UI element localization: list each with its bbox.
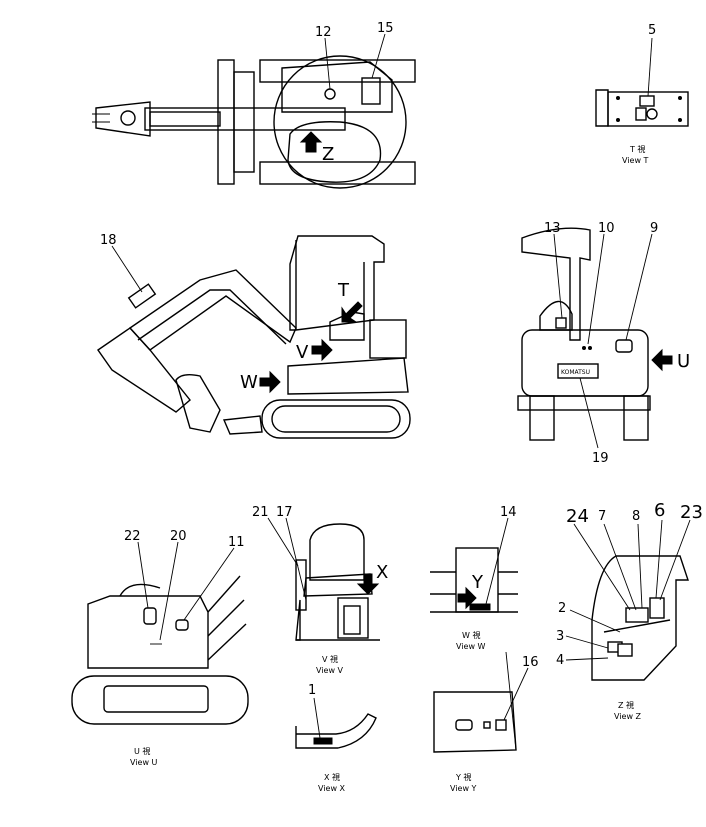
callout-7: 7 xyxy=(598,509,606,524)
callout-19: 19 xyxy=(592,451,609,466)
callout-2: 2 xyxy=(558,601,566,616)
callout-22: 22 xyxy=(124,529,141,544)
caption-w-en: View W xyxy=(456,642,486,651)
caption-w-jp: W 視 xyxy=(462,631,480,640)
callout-8: 8 xyxy=(632,509,640,524)
callout-3: 3 xyxy=(556,629,564,644)
view-marker-x: X xyxy=(376,562,388,583)
arrow-right-icon xyxy=(259,370,281,394)
view-t: 5 T 視 View T xyxy=(595,23,689,165)
top-plan-view: Z 12 15 xyxy=(92,21,416,189)
arrow-up-icon xyxy=(299,131,323,153)
callout-10: 10 xyxy=(598,221,615,236)
caption-x-jp: X 視 xyxy=(324,773,340,782)
callout-17: 17 xyxy=(276,505,293,520)
caption-v-en: View V xyxy=(316,666,344,675)
view-marker-y: Y xyxy=(471,572,484,593)
callout-11: 11 xyxy=(228,535,245,550)
callout-24: 24 xyxy=(566,506,589,527)
caption-t-en: View T xyxy=(622,156,649,165)
view-w: 14 Y W 視 View W xyxy=(430,505,518,651)
rear-view: KOMATSU 13 10 9 19 U xyxy=(517,221,690,466)
caption-z-en: View Z xyxy=(614,712,642,721)
callout-16: 16 xyxy=(522,655,539,670)
arrow-left-icon xyxy=(651,348,673,372)
callout-5: 5 xyxy=(648,23,656,38)
arrow-right-icon xyxy=(457,586,477,610)
callout-4: 4 xyxy=(556,653,564,668)
callout-13: 13 xyxy=(544,221,561,236)
caption-y-jp: Y 視 xyxy=(455,773,471,782)
arrow-down-icon xyxy=(356,573,380,595)
caption-u-en: View U xyxy=(130,758,158,767)
callout-1: 1 xyxy=(308,683,316,698)
arrow-down-left-icon xyxy=(341,301,363,323)
caption-y-en: View Y xyxy=(450,784,477,793)
caption-z-jp: Z 視 xyxy=(618,701,634,710)
view-marker-w: W xyxy=(240,372,258,393)
view-z: 24 7 8 6 23 2 3 4 Z 視 View Z xyxy=(556,500,703,721)
callout-23: 23 xyxy=(680,502,703,523)
view-v: 21 17 X V 視 View V xyxy=(252,505,388,675)
callout-14: 14 xyxy=(500,505,517,520)
callout-21: 21 xyxy=(252,505,269,520)
view-x: 1 X 視 View X xyxy=(295,683,377,793)
arrow-right-icon xyxy=(311,338,333,362)
plate-text: KOMATSU xyxy=(561,369,590,376)
view-u: 22 20 11 U 視 View U xyxy=(71,529,249,767)
callout-12: 12 xyxy=(315,25,332,40)
side-view: 18 T V W xyxy=(97,233,411,439)
callout-20: 20 xyxy=(170,529,187,544)
view-marker-u: U xyxy=(677,351,690,372)
caption-x-en: View X xyxy=(318,784,346,793)
view-marker-v: V xyxy=(296,342,309,363)
view-marker-t: T xyxy=(337,280,350,301)
callout-15: 15 xyxy=(377,21,394,36)
caption-v-jp: V 視 xyxy=(322,655,338,664)
view-y: 16 Y 視 View Y xyxy=(433,651,539,793)
callout-9: 9 xyxy=(650,221,658,236)
callout-6: 6 xyxy=(654,500,665,521)
view-marker-z: Z xyxy=(322,144,334,165)
callout-18: 18 xyxy=(100,233,117,248)
caption-u-jp: U 視 xyxy=(134,747,150,756)
caption-t-jp: T 視 xyxy=(629,145,645,154)
